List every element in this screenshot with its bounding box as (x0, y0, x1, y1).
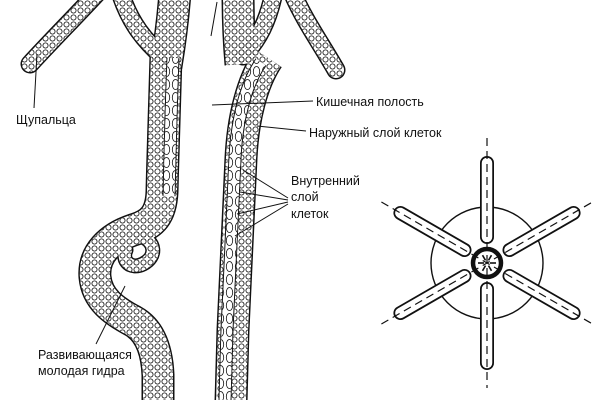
leader-line-inner-layer-3 (236, 201, 289, 215)
leader-line-developing-hydra (95, 285, 126, 345)
label-inner-cell-layer: Внутренний слой клеток (291, 174, 360, 221)
label-developing-young-hydra: Развивающаяся молодая гидра (38, 348, 132, 379)
leader-line-gut-cavity (211, 100, 314, 106)
leader-line-inner-layer-2 (239, 191, 289, 201)
leader-line-mouth-cropped (210, 1, 218, 37)
symmetry-axes (381, 138, 593, 388)
label-gut-cavity: Кишечная полость (316, 95, 424, 109)
leader-line-outer-layer (256, 125, 307, 132)
center-asterisk (478, 254, 496, 272)
radial-symmetry-diagram (381, 138, 593, 388)
label-tentacles: Щупальца (16, 113, 76, 127)
leader-line-tentacles (33, 53, 38, 109)
leader-lines (33, 1, 314, 345)
leader-line-inner-layer-4 (234, 203, 289, 237)
leader-line-inner-layer-1 (242, 169, 289, 199)
label-outer-cell-layer: Наружный слой клеток (309, 126, 442, 140)
